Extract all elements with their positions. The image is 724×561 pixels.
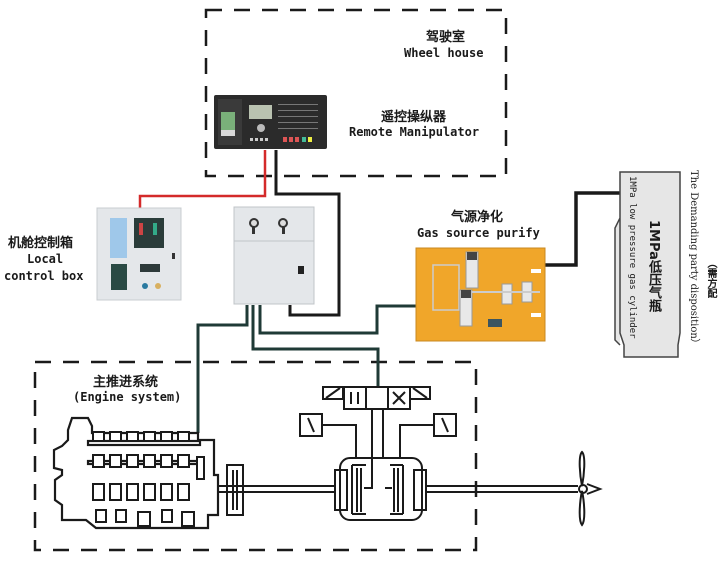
- remote-manipulator-device: [214, 95, 327, 149]
- gearbox-icon: [334, 457, 427, 521]
- gas-cylinder-label-en: 1MPa low pressure gas cylinder: [627, 176, 637, 339]
- local-control-box-label-en-1: Local: [27, 252, 64, 266]
- signal-line-black: [274, 150, 341, 317]
- gas-source-label-en: Gas source purify: [417, 226, 540, 240]
- gas-source-purify-device: [415, 247, 546, 342]
- remote-manipulator-label-cn: 遥控操纵器: [381, 110, 447, 125]
- wheel-house-boundary: [204, 8, 508, 178]
- pneumatic-line-cabinet-to-engine: [196, 305, 249, 433]
- wheel-house-label-en: Wheel house: [404, 46, 484, 60]
- signal-line-red: [138, 150, 267, 210]
- wheel-house-label-cn: 驾驶室: [426, 30, 466, 45]
- engine-system-label-en: (Engine system): [73, 390, 182, 404]
- demanding-party-note-en: The Demanding party disposition）: [688, 170, 699, 349]
- pressure-switch-left-icon: [299, 413, 357, 458]
- directional-valve-icon: [322, 386, 431, 458]
- local-control-box-label-cn: 机舱控制箱: [8, 236, 74, 251]
- propeller-icon: [578, 450, 603, 527]
- local-control-box-device: [96, 207, 182, 301]
- pressure-switch-right-icon: [399, 413, 457, 458]
- gas-source-label-cn: 气源净化: [451, 210, 504, 225]
- pneumatic-line-cabinet-to-valve: [251, 305, 380, 387]
- engine-cylinders: [92, 431, 205, 527]
- demanding-party-note-cn: （需方配: [705, 258, 716, 298]
- shaft-coupling-icon: [226, 464, 244, 516]
- remote-manipulator-label-en: Remote Manipulator: [349, 125, 480, 139]
- pneumatic-line-gas-to-cabinet: [258, 304, 418, 335]
- gas-cylinder-label-cn: 1MPa低压气瓶: [646, 220, 661, 312]
- engine-system-boundary: [33, 360, 478, 552]
- local-control-box-label-en-2: control box: [4, 269, 84, 283]
- gas-cylinder-outline: [614, 171, 681, 358]
- engine-system-label-cn: 主推进系统: [93, 375, 159, 390]
- gas-supply-line: [545, 191, 620, 267]
- junction-cabinet-device: [233, 206, 315, 305]
